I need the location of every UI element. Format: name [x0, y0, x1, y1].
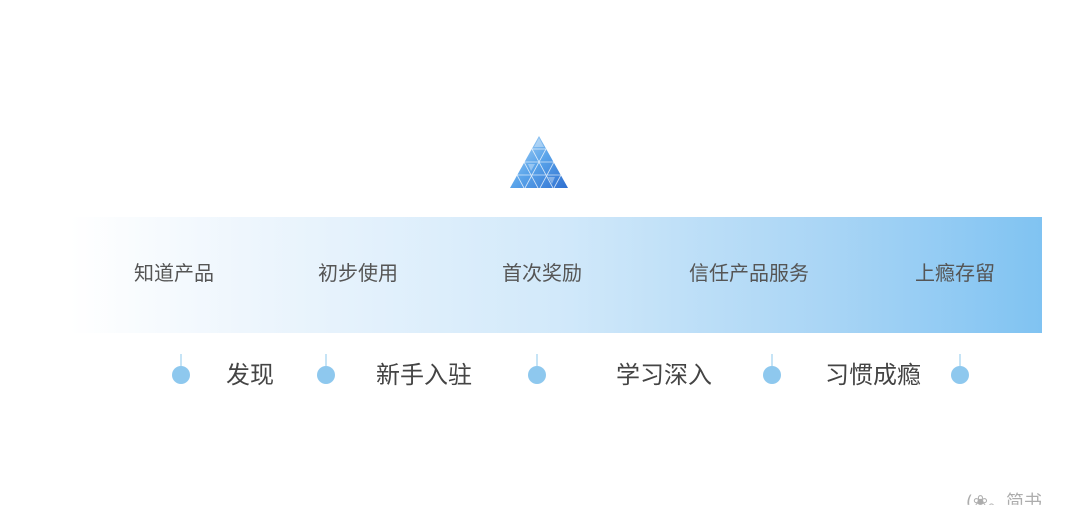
stage-band: [70, 217, 1042, 333]
stage-label-know-product: 知道产品: [134, 261, 214, 285]
phase-tick: [959, 354, 961, 366]
phase-tick: [325, 354, 327, 366]
phase-label-deep-learning: 学习深入: [616, 361, 712, 389]
phase-boundary-dot: [528, 366, 546, 384]
pyramid-icon: [510, 136, 568, 189]
phase-label-habit-addiction: 习惯成瘾: [825, 361, 921, 389]
phase-boundary-dot: [172, 366, 190, 384]
stage-label-addicted-retention: 上瘾存留: [915, 261, 995, 285]
watermark: (❀。简书: [965, 492, 1042, 513]
phase-tick: [536, 354, 538, 366]
stage-label-first-reward: 首次奖励: [502, 261, 582, 285]
phase-boundary-dot: [763, 366, 781, 384]
stage-label-first-use: 初步使用: [318, 261, 398, 285]
phase-boundary-dot: [951, 366, 969, 384]
phase-label-discover: 发现: [226, 361, 274, 389]
stage-label-trust-service: 信任产品服务: [689, 261, 809, 285]
phase-label-onboarding: 新手入驻: [376, 361, 472, 389]
phase-tick: [771, 354, 773, 366]
phase-boundary-dot: [317, 366, 335, 384]
phase-tick: [180, 354, 182, 366]
